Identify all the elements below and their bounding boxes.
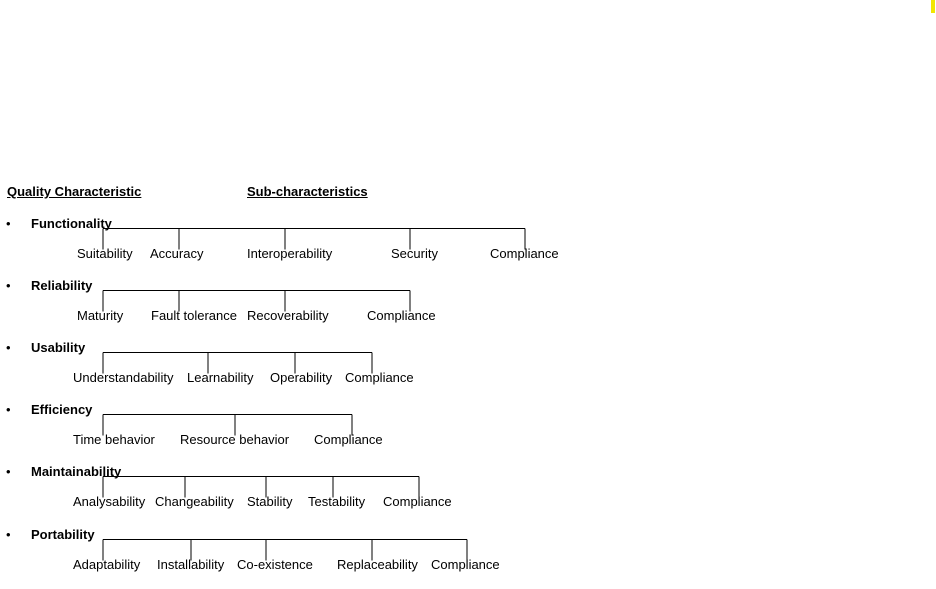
subcharacteristic-maturity: Maturity [77, 308, 124, 323]
bullet-point: • [6, 527, 11, 542]
bullet-point: • [6, 216, 11, 231]
bullet-point: • [6, 340, 11, 355]
category-efficiency: Efficiency [31, 402, 93, 417]
category-reliability: Reliability [31, 278, 93, 293]
subcharacteristic-recoverability: Recoverability [247, 308, 329, 323]
category-maintainability: Maintainability [31, 464, 122, 479]
subcharacteristic-suitability: Suitability [77, 246, 133, 261]
category-portability: Portability [31, 527, 95, 542]
subcharacteristic-adaptability: Adaptability [73, 557, 141, 572]
subcharacteristic-operability: Operability [270, 370, 333, 385]
subcharacteristic-testability: Testability [308, 494, 366, 509]
subcharacteristic-compliance: Compliance [367, 308, 436, 323]
subcharacteristic-stability: Stability [247, 494, 293, 509]
subcharacteristic-replaceability: Replaceability [337, 557, 418, 572]
subcharacteristic-interoperability: Interoperability [247, 246, 333, 261]
subcharacteristic-compliance: Compliance [345, 370, 414, 385]
bullet-point: • [6, 278, 11, 293]
yellow-highlight-marker [931, 0, 935, 13]
subcharacteristic-changeability: Changeability [155, 494, 234, 509]
subcharacteristic-compliance: Compliance [383, 494, 452, 509]
header-quality-characteristic: Quality Characteristic [7, 184, 142, 199]
subcharacteristic-accuracy: Accuracy [150, 246, 204, 261]
subcharacteristic-installability: Installability [157, 557, 225, 572]
subcharacteristic-analysability: Analysability [73, 494, 146, 509]
subcharacteristic-time-behavior: Time behavior [73, 432, 155, 447]
category-functionality: Functionality [31, 216, 112, 231]
header-sub-characteristics: Sub-characteristics [247, 184, 368, 199]
bullet-point: • [6, 402, 11, 417]
subcharacteristic-compliance: Compliance [490, 246, 559, 261]
category-usability: Usability [31, 340, 86, 355]
subcharacteristic-security: Security [391, 246, 438, 261]
subcharacteristic-resource-behavior: Resource behavior [180, 432, 290, 447]
subcharacteristic-learnability: Learnability [187, 370, 254, 385]
subcharacteristic-fault-tolerance: Fault tolerance [151, 308, 237, 323]
subcharacteristic-co-existence: Co-existence [237, 557, 313, 572]
subcharacteristic-compliance: Compliance [431, 557, 500, 572]
bullet-point: • [6, 464, 11, 479]
subcharacteristic-compliance: Compliance [314, 432, 383, 447]
subcharacteristic-understandability: Understandability [73, 370, 174, 385]
